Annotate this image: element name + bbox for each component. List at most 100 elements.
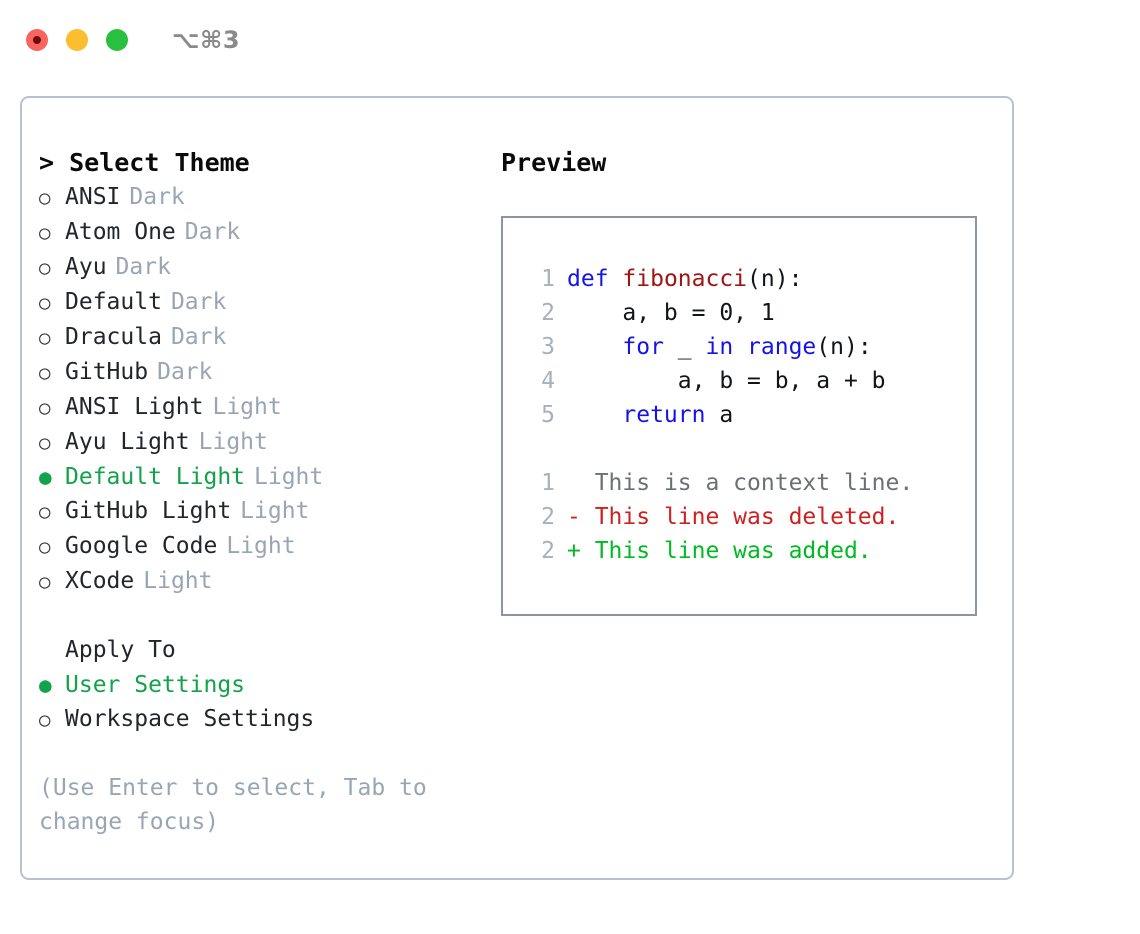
title-bar: ⌥⌘3: [0, 0, 1140, 80]
code-line: 1 def fibonacci(n):: [521, 262, 975, 296]
radio-selected-icon: ●: [39, 673, 52, 697]
radio-unselected-icon: ○: [39, 397, 51, 419]
theme-variant-badge: Light: [226, 533, 296, 559]
minimize-button[interactable]: [66, 29, 88, 51]
radio-unselected-icon: ○: [39, 432, 51, 454]
theme-name: GitHub: [65, 359, 149, 385]
line-number: 1: [541, 470, 555, 496]
code-token-kw: for: [622, 334, 664, 360]
radio-unselected-icon: ○: [39, 222, 51, 244]
code-token-kw: def: [567, 266, 609, 292]
apply-to-option-label: Workspace Settings: [65, 706, 315, 732]
line-number: 2: [541, 300, 555, 326]
diff-marker: -: [567, 504, 581, 530]
code-line: 5 return a: [521, 398, 975, 432]
apply-to-option-user-settings[interactable]: ● User Settings: [39, 668, 489, 702]
line-number: 3: [541, 334, 555, 360]
theme-option-ayu-light[interactable]: ○ Ayu Light Light: [39, 425, 489, 460]
diff-line: 2- This line was deleted.: [521, 500, 975, 534]
theme-name: ANSI: [65, 184, 121, 210]
theme-option-atom-one[interactable]: ○ Atom One Dark: [39, 215, 489, 250]
code-token-plain: (n):: [816, 334, 872, 360]
radio-unselected-icon: ○: [39, 327, 51, 349]
maximize-button[interactable]: [106, 29, 128, 51]
code-text: for _ in range(n):: [567, 330, 872, 364]
code-token-plain: a: [705, 402, 734, 428]
theme-name: Atom One: [65, 219, 176, 245]
code-token-plain: _: [663, 334, 706, 360]
code-line: 2 a, b = 0, 1: [521, 296, 975, 330]
theme-name: Ayu: [65, 254, 107, 280]
apply-to-list[interactable]: ● User Settings ○ Workspace Settings: [39, 668, 489, 737]
theme-name: Dracula: [65, 324, 162, 350]
theme-option-dracula[interactable]: ○ Dracula Dark: [39, 320, 489, 355]
code-token-kw: return: [622, 402, 706, 428]
theme-name: Google Code: [65, 533, 218, 559]
line-number: 1: [541, 266, 555, 292]
keyboard-hint-text: (Use Enter to select, Tab to change focu…: [39, 775, 427, 835]
radio-unselected-icon: ○: [39, 257, 51, 279]
theme-option-ayu[interactable]: ○ Ayu Dark: [39, 250, 489, 285]
code-token-plain: [733, 334, 747, 360]
theme-variant-badge: Light: [212, 394, 282, 420]
line-number: 4: [541, 368, 555, 394]
theme-variant-badge: Dark: [184, 219, 241, 245]
code-text: a, b = 0, 1: [567, 296, 775, 330]
radio-selected-icon: ●: [39, 465, 52, 489]
radio-unselected-icon: ○: [39, 187, 51, 209]
theme-option-ansi-light[interactable]: ○ ANSI Light Light: [39, 390, 489, 425]
diff-line: 2+ This line was added.: [521, 534, 975, 568]
theme-variant-badge: Light: [198, 429, 268, 455]
theme-name: Ayu Light: [65, 429, 190, 455]
code-token-plain: a, b = b, a + b: [567, 368, 886, 394]
radio-unselected-icon: ○: [39, 292, 51, 314]
radio-unselected-icon: ○: [39, 709, 51, 731]
theme-variant-badge: Light: [254, 464, 324, 490]
theme-variant-badge: Dark: [129, 184, 185, 210]
apply-to-option-label: User Settings: [65, 672, 246, 698]
theme-option-default-light[interactable]: ● Default Light Light: [39, 460, 489, 494]
line-number: 5: [541, 402, 555, 428]
diff-text: This line was added.: [580, 538, 872, 564]
close-button[interactable]: [26, 29, 48, 51]
code-token-plain: [567, 402, 622, 428]
code-token-plain: (n):: [747, 266, 803, 292]
theme-name: Default: [65, 289, 162, 315]
theme-name: ANSI Light: [65, 394, 204, 420]
code-line: 3 for _ in range(n):: [521, 330, 975, 364]
theme-option-google-code[interactable]: ○ Google Code Light: [39, 529, 489, 564]
recording-dot-icon: [33, 36, 41, 44]
code-text: return a: [567, 398, 733, 432]
apply-to-spacer-icon: ○: [39, 634, 65, 668]
code-text: a, b = b, a + b: [567, 364, 886, 398]
code-text: def fibonacci(n):: [567, 262, 802, 296]
diff-marker: [567, 466, 581, 500]
theme-option-ansi[interactable]: ○ ANSI Dark: [39, 180, 489, 215]
theme-variant-badge: Dark: [115, 254, 171, 280]
code-token-plain: a, b = 0, 1: [567, 300, 775, 326]
diff-text: This line was deleted.: [580, 504, 900, 530]
window-controls: [26, 29, 128, 51]
theme-variant-badge: Light: [143, 568, 213, 594]
diff-sample: 1 This is a context line.2- This line wa…: [521, 466, 975, 568]
code-token-plain: [609, 266, 623, 292]
radio-unselected-icon: ○: [39, 362, 51, 384]
theme-name: Default Light: [65, 464, 246, 490]
theme-variant-badge: Dark: [170, 324, 227, 350]
line-number: 2: [541, 504, 555, 530]
theme-name: GitHub Light: [65, 498, 232, 524]
code-line: 4 a, b = b, a + b: [521, 364, 975, 398]
radio-unselected-icon: ○: [39, 536, 51, 558]
code-token-fn: fibonacci: [622, 266, 748, 292]
keyboard-shortcut-label: ⌥⌘3: [172, 26, 241, 54]
apply-to-option-workspace-settings[interactable]: ○ Workspace Settings: [39, 702, 489, 737]
